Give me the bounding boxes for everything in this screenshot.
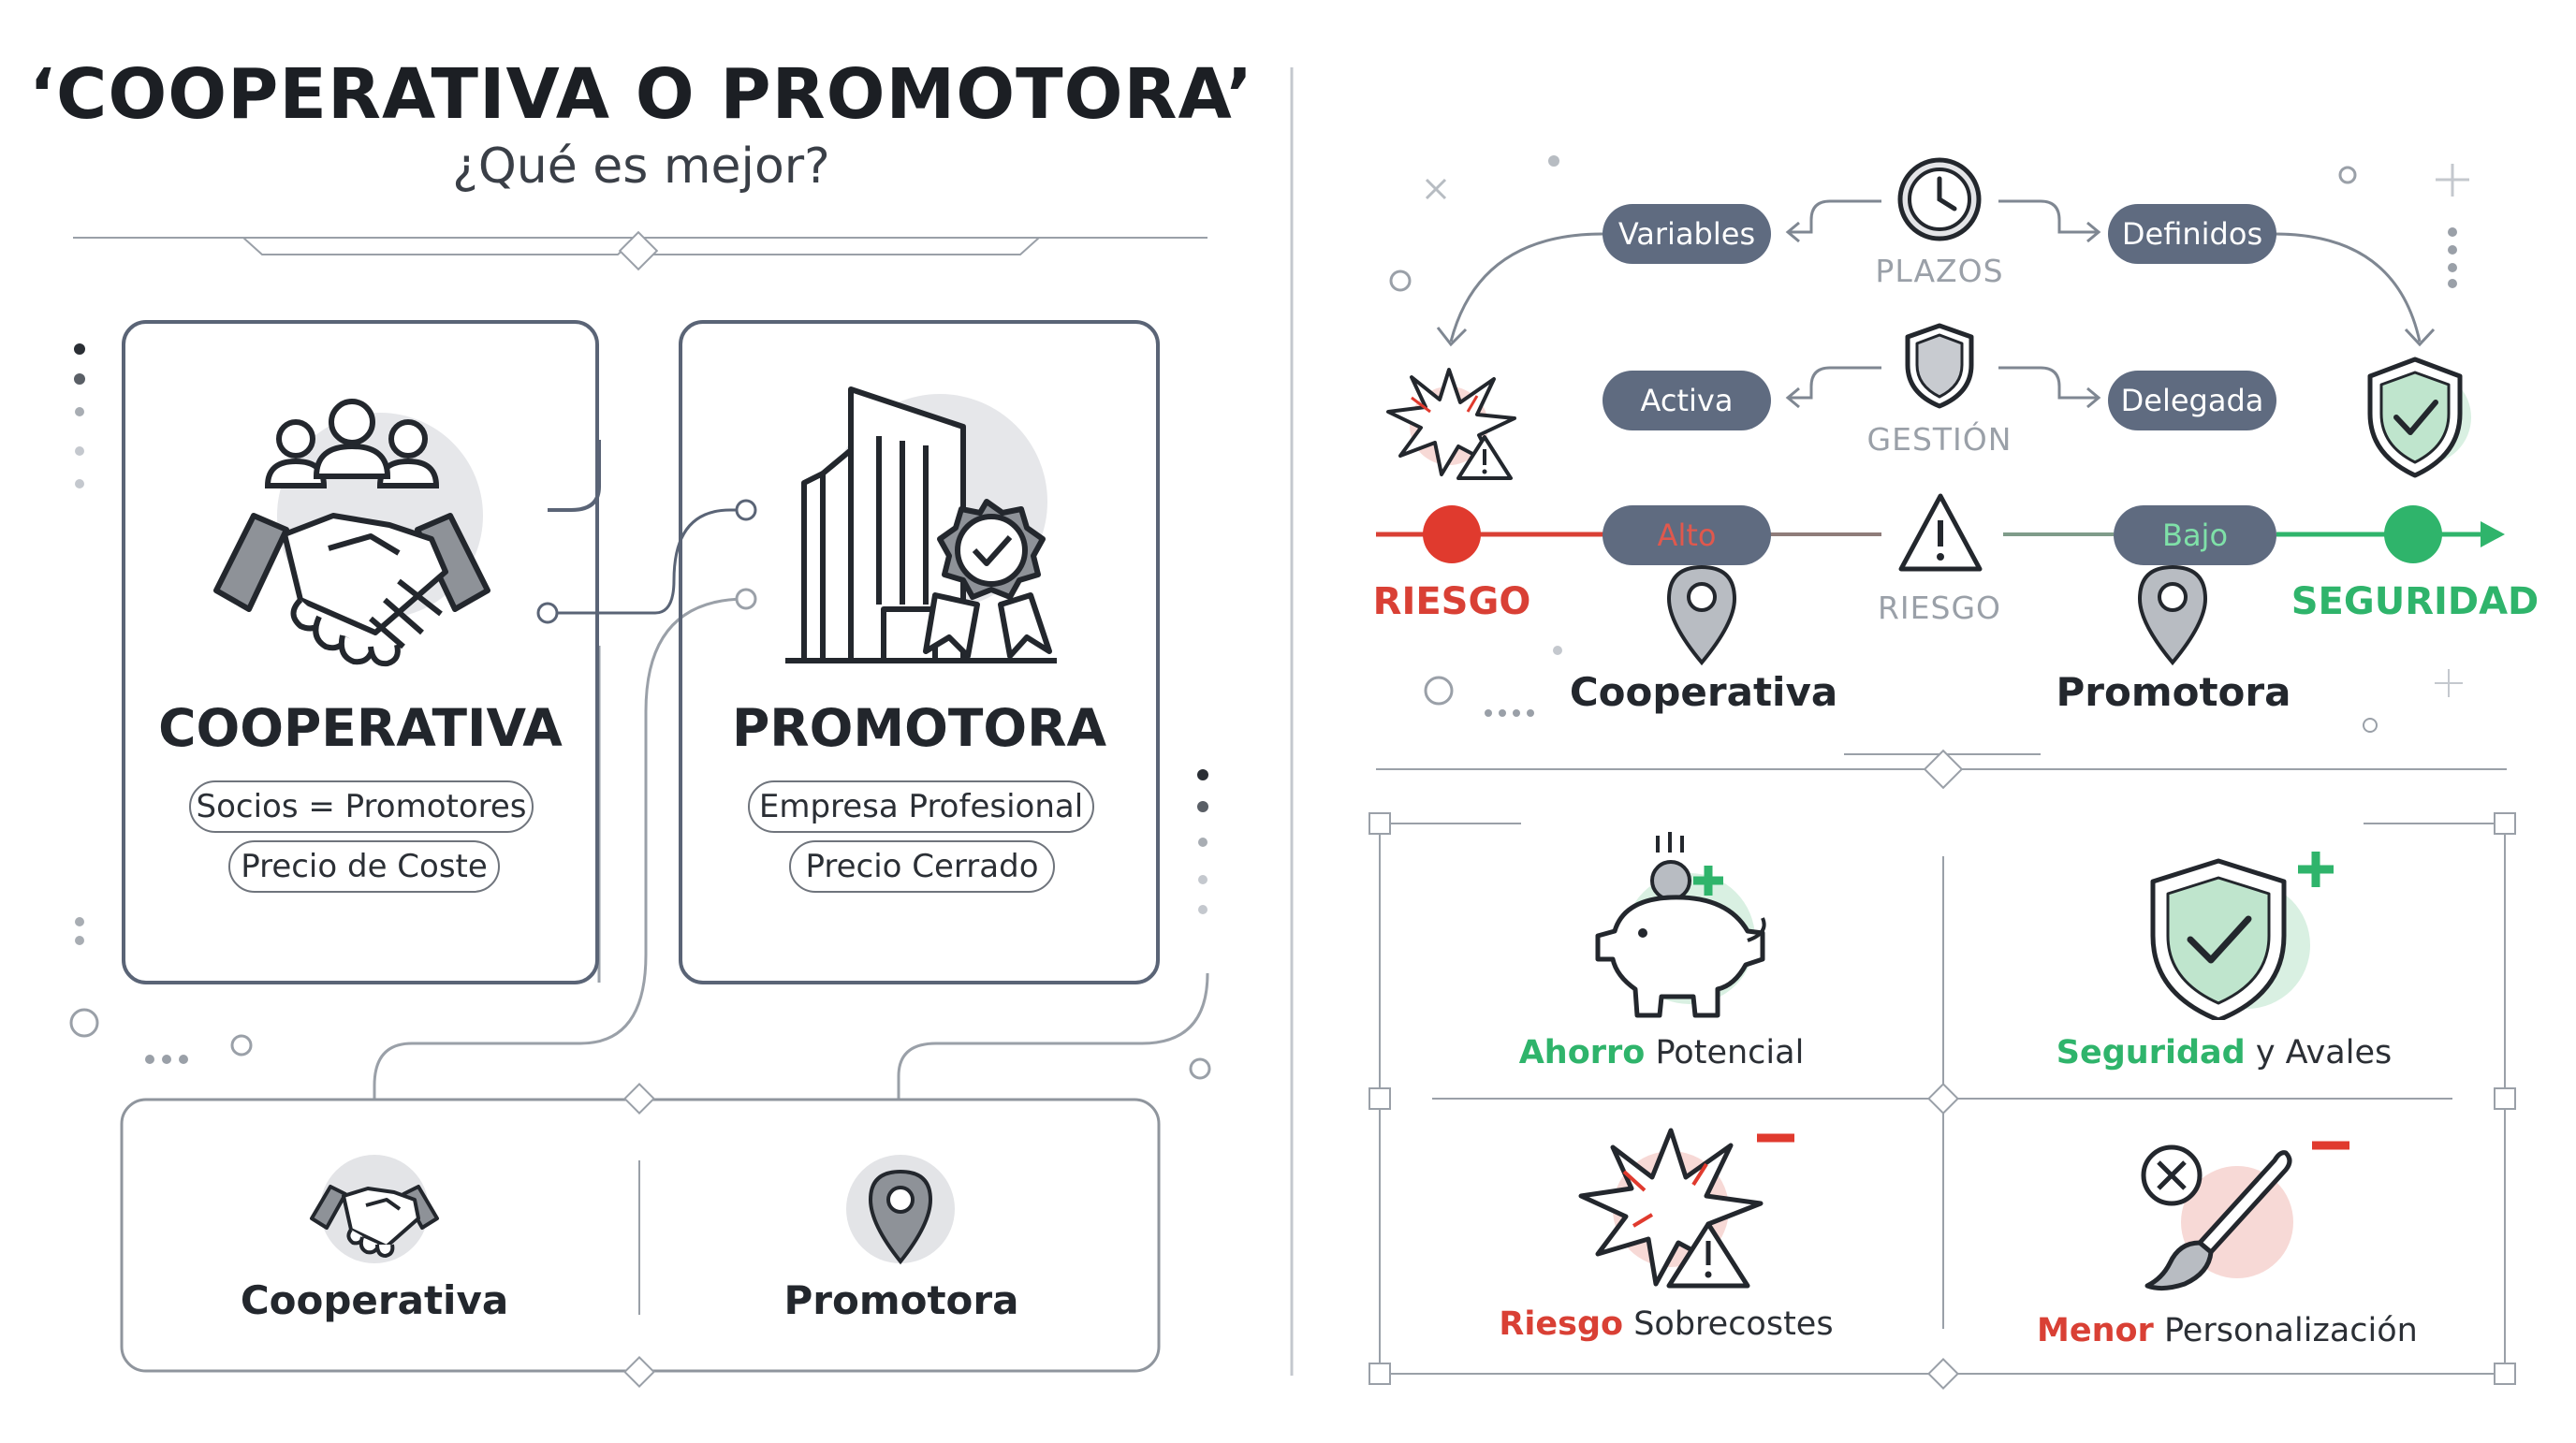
cooperativa-tag-socios: Socios = Promotores — [189, 780, 534, 833]
page-subtitle: ¿Qué es mejor? — [452, 138, 830, 195]
shield-check-icon — [2359, 354, 2471, 485]
feature-ahorro-highlight: Ahorro — [1518, 1034, 1646, 1071]
promotora-marker-label: Promotora — [2056, 669, 2291, 715]
feature-seguridad-highlight: Seguridad — [2056, 1034, 2246, 1071]
handshake-icon — [304, 1151, 445, 1273]
promotora-tag-empresa: Empresa Profesional — [748, 780, 1094, 833]
shield-check-plus-icon — [2144, 842, 2349, 1020]
riesgo-center-label: RIESGO — [1877, 590, 2001, 626]
chip-definidos: Definidos — [2108, 204, 2276, 264]
piggy-bank-icon — [1577, 828, 1802, 1025]
feature-ahorro-rest: Potencial — [1655, 1034, 1805, 1071]
cooperativa-tag-precio: Precio de Coste — [228, 840, 500, 893]
bottom-promotora-label: Promotora — [783, 1277, 1019, 1323]
cooperativa-pin-icon — [1661, 560, 1742, 668]
brush-cross-icon — [2125, 1132, 2359, 1301]
scale-seguridad-label: SEGURIDAD — [2291, 580, 2539, 623]
chip-variables: Variables — [1603, 204, 1771, 264]
explosion-warning-icon — [1383, 360, 1524, 482]
building-badge-icon — [785, 380, 1066, 679]
feature-seguridad-rest: y Avales — [2255, 1034, 2393, 1071]
promotora-title: PROMOTORA — [731, 698, 1107, 758]
chip-bajo: Bajo — [2114, 505, 2276, 565]
chip-alto: Alto — [1603, 505, 1771, 565]
location-pin-icon — [844, 1151, 957, 1273]
plazos-label: PLAZOS — [1875, 253, 2004, 289]
page-title: ‘COOPERATIVA O PROMOTORA’ — [28, 54, 1254, 135]
chip-activa: Activa — [1603, 371, 1771, 430]
handshake-group-icon — [212, 375, 492, 675]
bottom-cooperativa-label: Cooperativa — [240, 1277, 509, 1323]
cooperativa-card: COOPERATIVA Socios = Promotores Precio d… — [122, 320, 599, 984]
feature-seguridad: Seguridad y Avales — [2037, 1034, 2411, 1071]
sobrecostes-explosion-icon — [1577, 1123, 1802, 1291]
cooperativa-title: COOPERATIVA — [158, 698, 563, 758]
promotora-tag-precio: Precio Cerrado — [789, 840, 1055, 893]
feature-riesgo-rest: Sobrecostes — [1633, 1305, 1834, 1343]
promotora-pin-icon — [2132, 560, 2213, 668]
warning-icon — [1895, 490, 1985, 575]
feature-ahorro: Ahorro Potencial — [1474, 1034, 1849, 1071]
feature-riesgo: Riesgo Sobrecostes — [1479, 1305, 1853, 1343]
feature-menor: Menor Personalización — [2037, 1312, 2418, 1349]
feature-riesgo-highlight: Riesgo — [1499, 1305, 1624, 1343]
promotora-card: PROMOTORA Empresa Profesional Precio Cer… — [679, 320, 1160, 984]
scale-riesgo-label: RIESGO — [1372, 580, 1531, 623]
gestion-label: GESTIÓN — [1866, 421, 2012, 458]
chip-delegada: Delegada — [2108, 371, 2276, 430]
clock-icon — [1895, 154, 1984, 244]
feature-menor-rest: Personalización — [2163, 1312, 2418, 1349]
cooperativa-marker-label: Cooperativa — [1569, 669, 1838, 715]
shield-icon — [1900, 320, 1979, 410]
feature-menor-highlight: Menor — [2037, 1312, 2154, 1349]
